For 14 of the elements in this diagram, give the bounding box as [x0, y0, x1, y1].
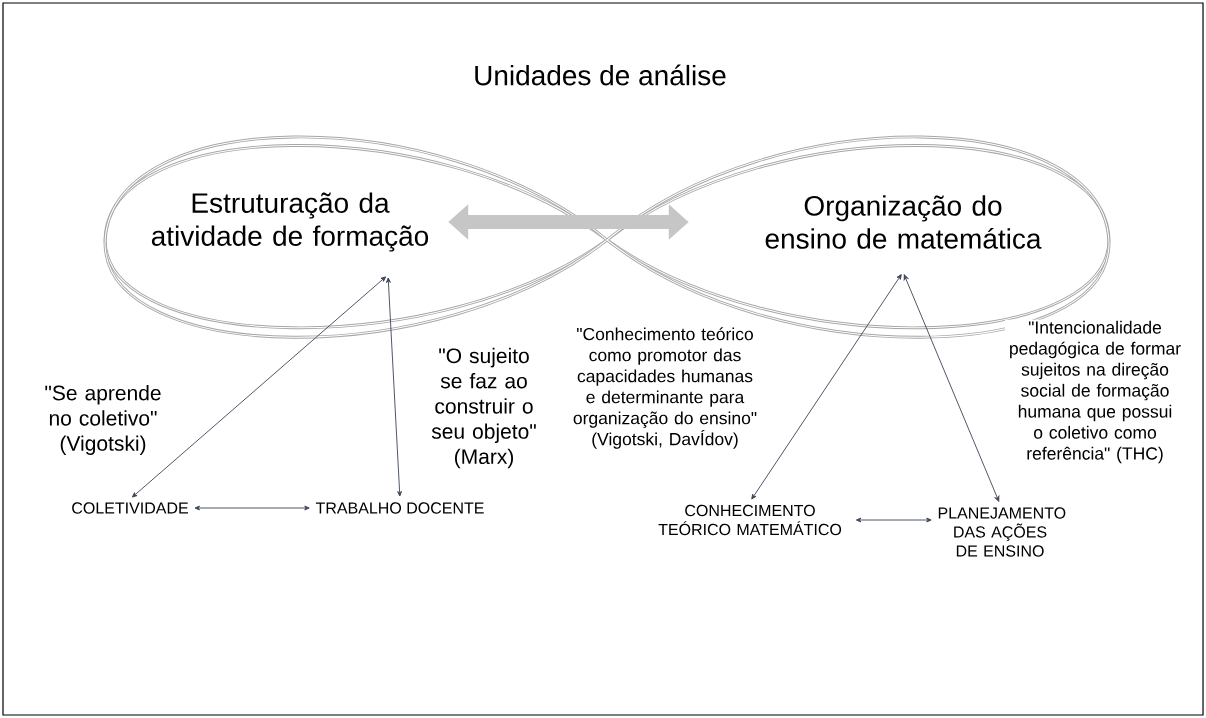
title: Unidades de análise: [475, 64, 726, 86]
concept-label: CONHECIMENTO TEÓRICO MATEMÁTICO: [658, 504, 842, 536]
arrow: [751, 274, 902, 500]
arrow: [903, 274, 1000, 502]
arrow: [131, 276, 387, 498]
arrow: [194, 505, 310, 511]
concept-label: COLETIVIDADE: [72, 502, 188, 514]
arrow: [855, 517, 932, 523]
quote-label: "Se aprende no coletivo" (Vigotski): [39, 384, 167, 456]
arrow: [386, 277, 402, 497]
concept-label: PLANEJAMENTO DAS AÇÕES DE ENSINO: [938, 507, 1066, 557]
quote-label: "O sujeito se faz ao construir o seu objeto" (Marx): [414, 346, 554, 470]
concept-label: TRABALHO DOCENTE: [315, 502, 484, 514]
quote-label: "Intencionalidade pedagógica de formar sujeitos na direção social de formação humana que possui o coletivo como referência" (THC): [1005, 319, 1185, 465]
